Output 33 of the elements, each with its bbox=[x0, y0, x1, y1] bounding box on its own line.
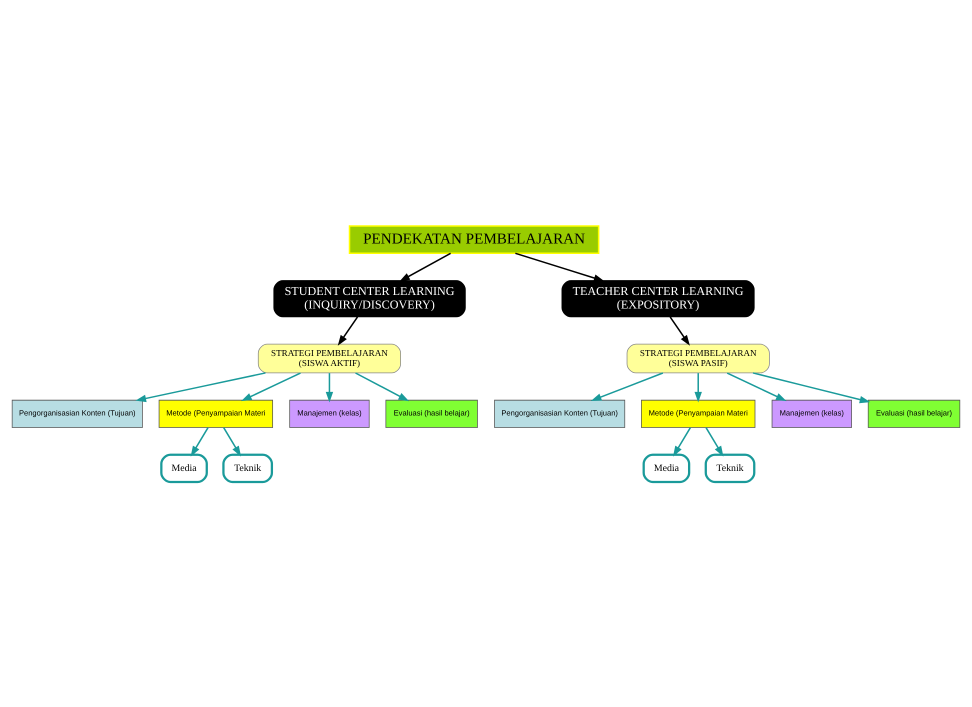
arrow bbox=[515, 252, 604, 282]
node-box: Media bbox=[642, 453, 690, 483]
arrow bbox=[694, 372, 702, 402]
arrow bbox=[673, 426, 691, 456]
node-box: TEACHER CENTER LEARNING (EXPOSITORY) bbox=[562, 280, 755, 317]
arrow bbox=[399, 252, 451, 282]
arrow bbox=[355, 372, 410, 401]
arrow bbox=[670, 316, 690, 346]
node-box: Metode (Penyampaian Materi bbox=[158, 399, 274, 428]
arrow bbox=[705, 426, 724, 456]
node-box: Media bbox=[160, 453, 208, 483]
node-box: Metode (Penyampaian Materi bbox=[641, 399, 756, 428]
node-box: STUDENT CENTER LEARNING (INQUIRY/DISCOVERY) bbox=[273, 280, 466, 317]
arrow bbox=[752, 372, 870, 403]
arrow bbox=[223, 426, 242, 456]
arrow bbox=[241, 372, 301, 401]
arrow bbox=[190, 426, 209, 456]
arrow bbox=[590, 372, 664, 400]
node-box: STRATEGI PEMBELAJARAN (SISWA AKTIF) bbox=[258, 343, 401, 373]
node-box: Teknik bbox=[704, 453, 756, 483]
node-box: Pengorganisasian Konten (Tujuan) bbox=[494, 399, 626, 428]
node-box: Teknik bbox=[222, 453, 274, 483]
node-box: Manajemen (kelas) bbox=[289, 399, 370, 428]
node-box: Pengorganisasian Konten (Tujuan) bbox=[12, 399, 143, 428]
node-box: Evaluasi (hasil belajar) bbox=[868, 399, 960, 428]
arrow bbox=[726, 372, 787, 401]
node-box: STRATEGI PEMBELAJARAN (SISWA PASIF) bbox=[626, 343, 770, 373]
arrow bbox=[326, 372, 334, 402]
arrow bbox=[338, 316, 358, 346]
arrow bbox=[135, 372, 266, 402]
node-box: PENDEKATAN PEMBELAJARAN bbox=[348, 224, 600, 254]
node-box: Manajemen (kelas) bbox=[772, 399, 852, 428]
node-box: Evaluasi (hasil belajar) bbox=[385, 399, 478, 428]
